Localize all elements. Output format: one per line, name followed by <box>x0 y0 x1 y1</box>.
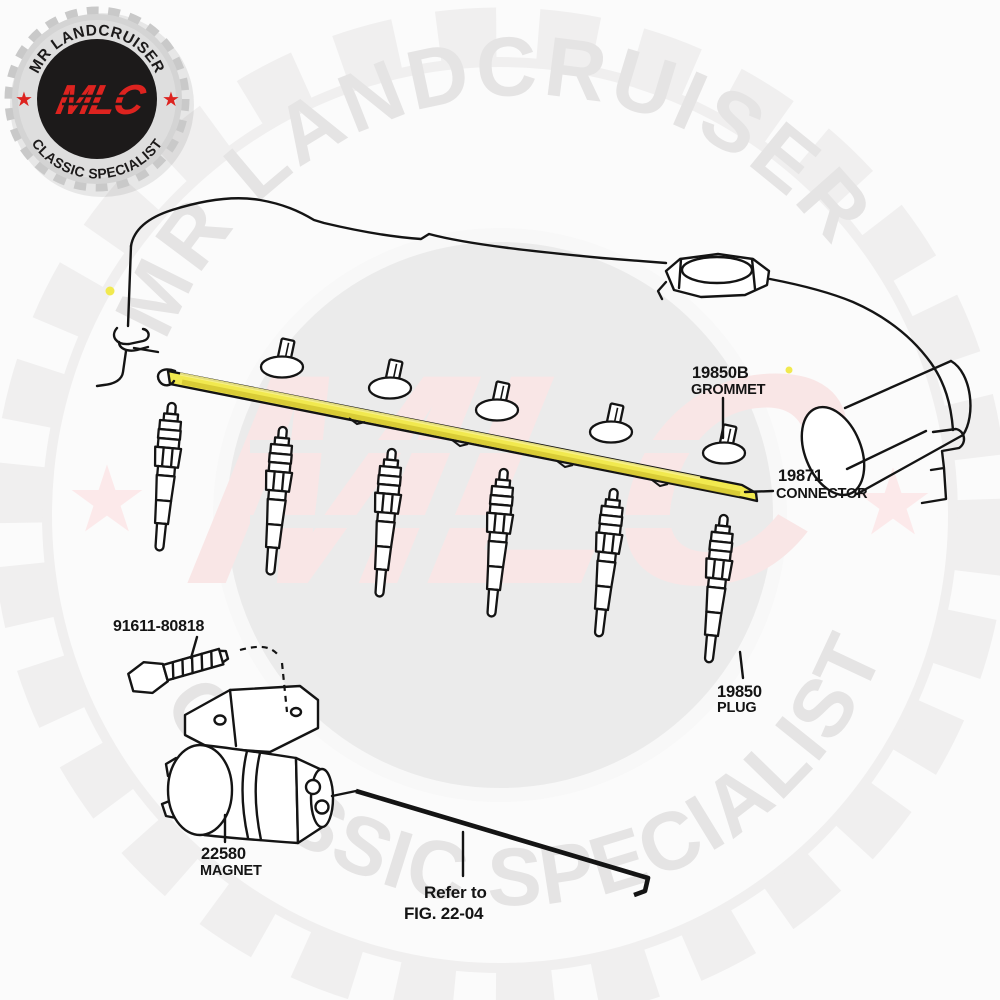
badge-center-disk <box>37 39 157 159</box>
cover-end-bracket <box>920 427 966 505</box>
brand-badge: MR LANDCRUISER CLASSIC SPECIALIST MLC ★ … <box>4 6 194 197</box>
magnet-front-face <box>166 743 234 837</box>
grommet-part-name: GROMMET <box>691 382 766 398</box>
connector-rail-highlighted <box>156 368 759 503</box>
wire-to-fig-22-04 <box>330 788 651 898</box>
watermark-gear-teeth <box>0 7 1000 1000</box>
connector-rail-notches <box>348 417 669 488</box>
plug-leader <box>738 650 745 680</box>
connector-rail-shade <box>181 379 741 497</box>
connector-leader <box>743 489 775 494</box>
callouts: 19850B GROMMET 19871 CONNECTOR 19850 PLU… <box>113 364 868 923</box>
oil-filler-cap <box>656 252 771 301</box>
reference-note-line1: Refer to <box>424 883 487 902</box>
grommet-part-number: 19850B <box>692 364 749 382</box>
magnet-body-bands <box>241 749 263 842</box>
watermark-star-right-icon: ★ <box>852 452 934 554</box>
highlight-speck <box>105 286 115 296</box>
connector-part-number: 19871 <box>778 467 823 485</box>
magnet-switch <box>160 684 335 845</box>
plug-part-number: 19850 <box>717 683 762 701</box>
badge-monogram-text: MLC <box>53 76 151 122</box>
badge-star-right-icon: ★ <box>162 89 180 111</box>
magnet-terminal-2 <box>314 799 330 815</box>
bolt-part-number: 91611-80818 <box>113 618 205 635</box>
watermark-star-left-icon: ★ <box>66 449 148 551</box>
badge-star-left-icon: ★ <box>15 89 33 111</box>
valve-cover-outline <box>95 197 972 505</box>
magnet-part-name: MAGNET <box>200 863 262 879</box>
connector-rail-highlight <box>179 372 701 480</box>
bolt-assembly-dashes <box>239 645 289 713</box>
badge-monogram: MLC <box>53 76 151 122</box>
side-tube <box>800 359 972 497</box>
connector-part-name: CONNECTOR <box>776 486 868 502</box>
magnet-terminal-1 <box>304 778 322 796</box>
breather-hose <box>95 244 160 388</box>
glow-plug-diagram: 19850B GROMMET 19871 CONNECTOR 19850 PLU… <box>95 197 972 923</box>
bolt-leader <box>189 635 199 660</box>
magnet-bracket <box>183 684 320 754</box>
highlight-speck <box>785 366 793 374</box>
reference-note-line2: FIG. 22-04 <box>404 904 484 923</box>
connector-rail-hook <box>156 368 177 387</box>
plug-part-name: PLUG <box>717 700 756 716</box>
badge-gear-teeth <box>4 6 190 192</box>
magnet-part-number: 22580 <box>201 845 246 863</box>
magnet-terminal-face <box>309 767 335 829</box>
